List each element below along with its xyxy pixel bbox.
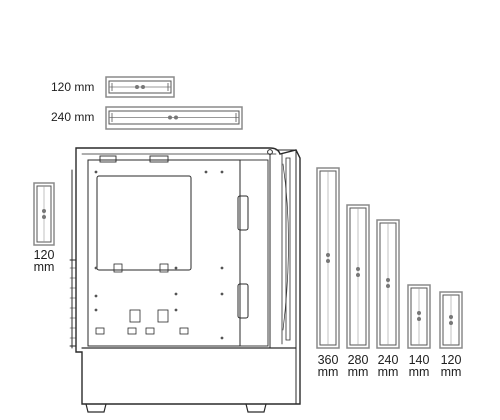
front-radiator-280 <box>346 204 370 349</box>
rear-radiator-120-label: 120 mm <box>27 248 61 274</box>
top-radiator-240 <box>105 106 243 130</box>
front-radiator-280-label: 280 mm <box>341 353 375 379</box>
rear-radiator-120-size: 120 <box>33 248 55 262</box>
front-radiator-360 <box>316 167 340 349</box>
front-radiator-140-unit: mm <box>408 365 430 379</box>
front-radiator-240-unit: mm <box>377 365 399 379</box>
front-radiator-120 <box>439 291 463 349</box>
pc-case <box>69 147 301 413</box>
front-radiator-240-size: 240 <box>377 353 399 367</box>
front-radiator-120-unit: mm <box>440 365 462 379</box>
front-radiator-120-size: 120 <box>440 353 462 367</box>
front-radiator-140 <box>407 284 431 349</box>
top-radiator-120-label: 120 mm <box>51 80 95 94</box>
screw-holes <box>94 149 273 340</box>
rear-radiator-120 <box>33 182 55 246</box>
front-radiator-240-label: 240 mm <box>371 353 405 379</box>
front-radiator-280-size: 280 <box>347 353 369 367</box>
front-radiator-120-label: 120 mm <box>434 353 468 379</box>
front-radiator-240 <box>376 219 400 349</box>
front-radiator-140-label: 140 mm <box>402 353 436 379</box>
front-radiator-360-label: 360 mm <box>311 353 345 379</box>
front-radiator-140-size: 140 <box>408 353 430 367</box>
front-radiator-360-unit: mm <box>317 365 339 379</box>
top-radiator-240-label: 240 mm <box>51 110 95 124</box>
front-radiator-360-size: 360 <box>317 353 339 367</box>
front-radiator-280-unit: mm <box>347 365 369 379</box>
top-radiator-120 <box>105 76 175 98</box>
rear-radiator-120-unit: mm <box>33 260 55 274</box>
